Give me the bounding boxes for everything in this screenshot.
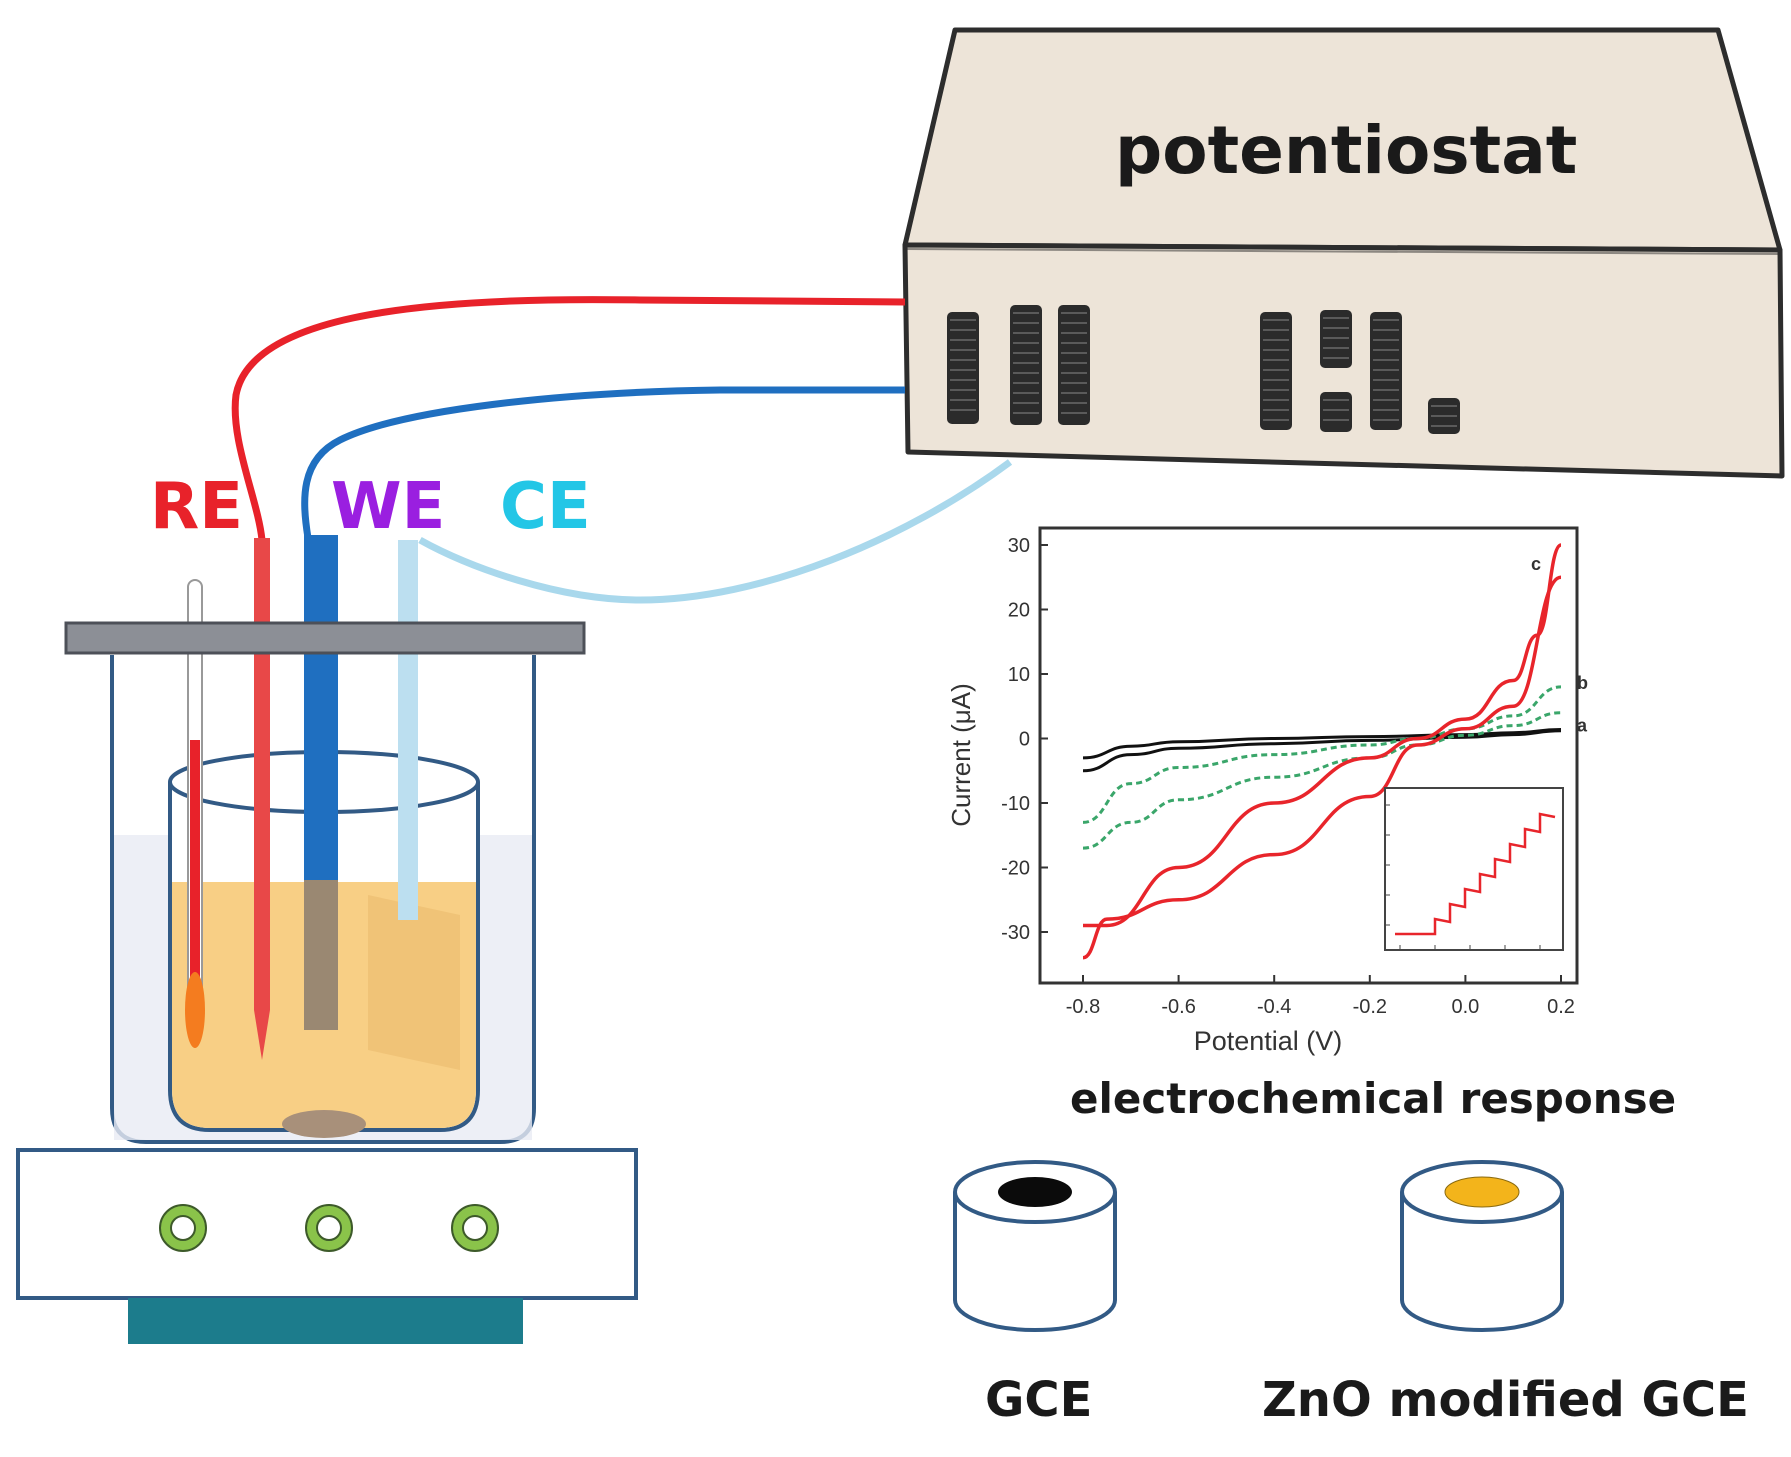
zno-gce-label: ZnO modified GCE: [1262, 1372, 1749, 1428]
stirrer-knob: [305, 1204, 353, 1252]
x-tick-label: -0.4: [1257, 996, 1291, 1018]
thermometer-bulb: [185, 972, 205, 1048]
potentiostat-label: potentiostat: [1115, 112, 1578, 189]
electrochemical-cell: [64, 535, 586, 1144]
we-electrode-tip: [304, 880, 338, 1030]
series-label-a: a: [1577, 715, 1588, 735]
y-tick-label: 20: [1008, 600, 1030, 622]
y-tick-label: -30: [1001, 922, 1030, 944]
we-wire: [301, 386, 905, 539]
gce-label: GCE: [985, 1372, 1093, 1428]
we-label: WE: [331, 470, 446, 544]
re-label: RE: [150, 470, 243, 544]
thermometer-fluid: [190, 740, 200, 1020]
re-wire: [231, 296, 906, 541]
series-label-b: b: [1577, 673, 1588, 693]
x-tick-label: -0.6: [1161, 996, 1195, 1018]
stirrer-knob: [159, 1204, 207, 1252]
we-electrode: [304, 535, 338, 880]
series-b-lower-branch: [1082, 711, 1562, 850]
y-axis-label: Current (μA): [946, 683, 976, 827]
front-slot: [1320, 392, 1352, 432]
inset-frame: [1384, 787, 1564, 951]
x-tick-label: -0.8: [1066, 996, 1100, 1018]
ce-label: CE: [500, 470, 591, 544]
y-tick-label: 0: [1019, 729, 1030, 751]
stirrer-foot: [128, 1298, 523, 1344]
y-tick-label: 30: [1008, 535, 1030, 557]
ce-wire: [418, 459, 1013, 604]
inset-step-curve: [1395, 812, 1556, 936]
zno-gce-electrode-icon: [1400, 1160, 1564, 1332]
front-slot: [947, 312, 979, 424]
potentiostat-front-slots: [947, 305, 1460, 434]
inset-plot: [1384, 787, 1564, 951]
y-tick-label: -10: [1001, 793, 1030, 815]
cv-curves: [1082, 543, 1562, 960]
x-tick-label: 0.2: [1547, 996, 1575, 1018]
series-label-c: c: [1531, 554, 1541, 574]
series-a-upper-branch: [1082, 728, 1562, 760]
x-axis-label: Potential (V): [1194, 1026, 1343, 1056]
stir-bar: [282, 1110, 366, 1138]
series-c-lower-branch: [1082, 575, 1562, 960]
magnetic-stirrer: [16, 1148, 638, 1344]
ce-electrode: [398, 540, 418, 920]
re-electrode: [254, 538, 270, 1060]
x-tick-label: -0.2: [1353, 996, 1387, 1018]
y-tick-label: -20: [1001, 858, 1030, 880]
x-tick-label: 0.0: [1451, 996, 1479, 1018]
potentiostat: [902, 27, 1785, 479]
series-b-upper-branch: [1082, 685, 1562, 824]
counter-plate: [368, 895, 460, 1070]
axis-ticks: -0.8 -0.6 -0.4 -0.2 0.0 0.2 -30 -20 -10 0 10 20 30: [1001, 535, 1575, 1018]
stirrer-knob: [451, 1204, 499, 1252]
series-labels: a b c: [1531, 554, 1588, 735]
cv-chart: -0.8 -0.6 -0.4 -0.2 0.0 0.2 -30 -20 -10 0 10 20 30 a…: [946, 526, 1588, 1056]
cell-lid: [64, 621, 586, 655]
gce-electrode-icon: [953, 1160, 1117, 1332]
response-label: electrochemical response: [1070, 1074, 1677, 1123]
series-c-upper-branch: [1083, 543, 1562, 928]
front-top-edge: [905, 248, 1781, 255]
front-slot: [1058, 305, 1090, 425]
front-slot: [1010, 305, 1042, 425]
series-a-lower-branch: [1082, 729, 1562, 773]
y-tick-label: 10: [1008, 664, 1030, 686]
